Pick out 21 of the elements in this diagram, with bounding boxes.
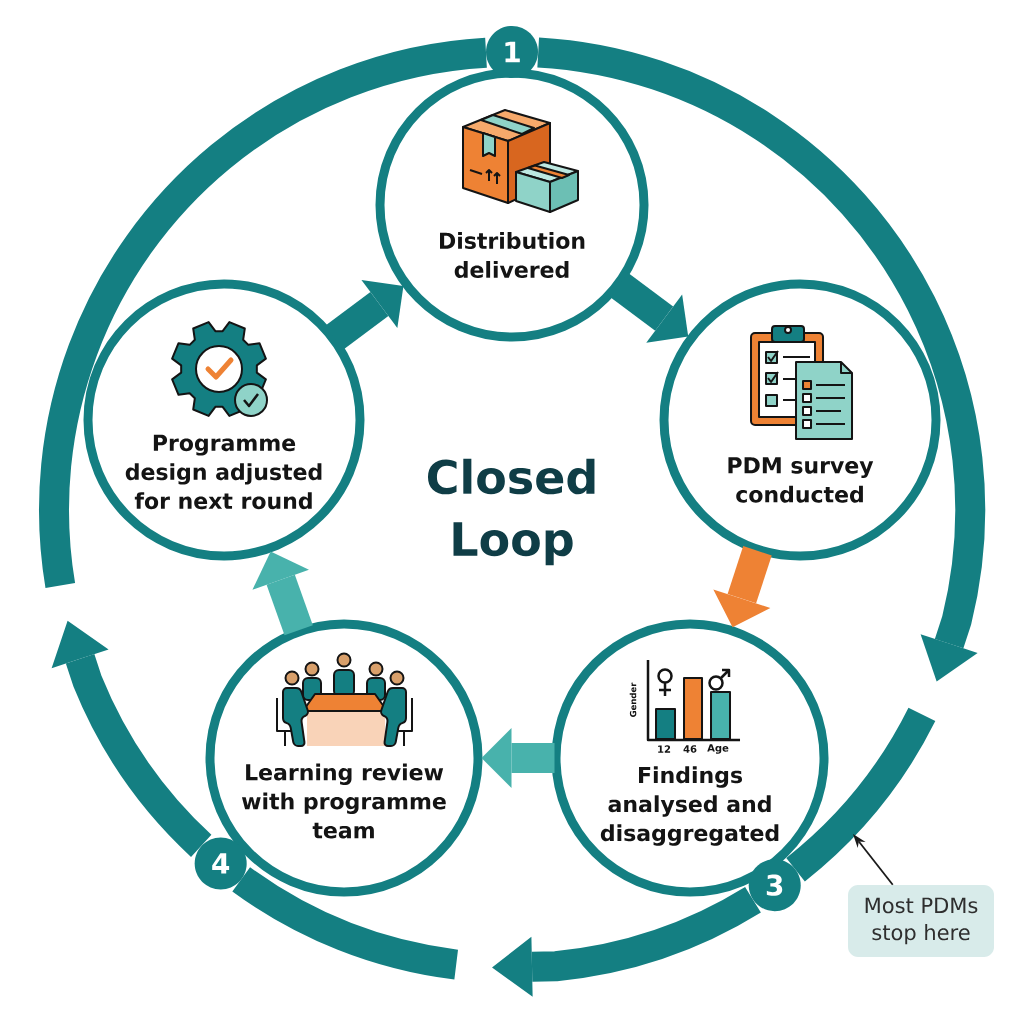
arrow bbox=[713, 546, 772, 628]
number-badge: 1 bbox=[486, 26, 538, 78]
leader-line bbox=[853, 834, 894, 886]
tick-label: 46 bbox=[683, 745, 697, 753]
curved-arrow bbox=[51, 620, 212, 857]
curved-band bbox=[786, 707, 936, 882]
arrow bbox=[252, 551, 313, 636]
arrow bbox=[610, 272, 689, 343]
curved-arrow bbox=[492, 886, 761, 997]
number-badge: 3 bbox=[748, 859, 801, 912]
curved-arrow bbox=[536, 37, 986, 682]
arrow bbox=[325, 279, 404, 350]
tick-label: 12 bbox=[658, 745, 671, 753]
axis-label: Age bbox=[707, 744, 729, 754]
axis-label: Gender bbox=[629, 682, 637, 717]
title: Closed Loop bbox=[428, 458, 595, 566]
curved-band bbox=[39, 37, 488, 588]
arrow bbox=[481, 728, 555, 788]
curved-band bbox=[232, 867, 459, 980]
callout-box: Most PDMs stop here bbox=[848, 885, 994, 957]
number-badge: 4 bbox=[194, 837, 247, 890]
